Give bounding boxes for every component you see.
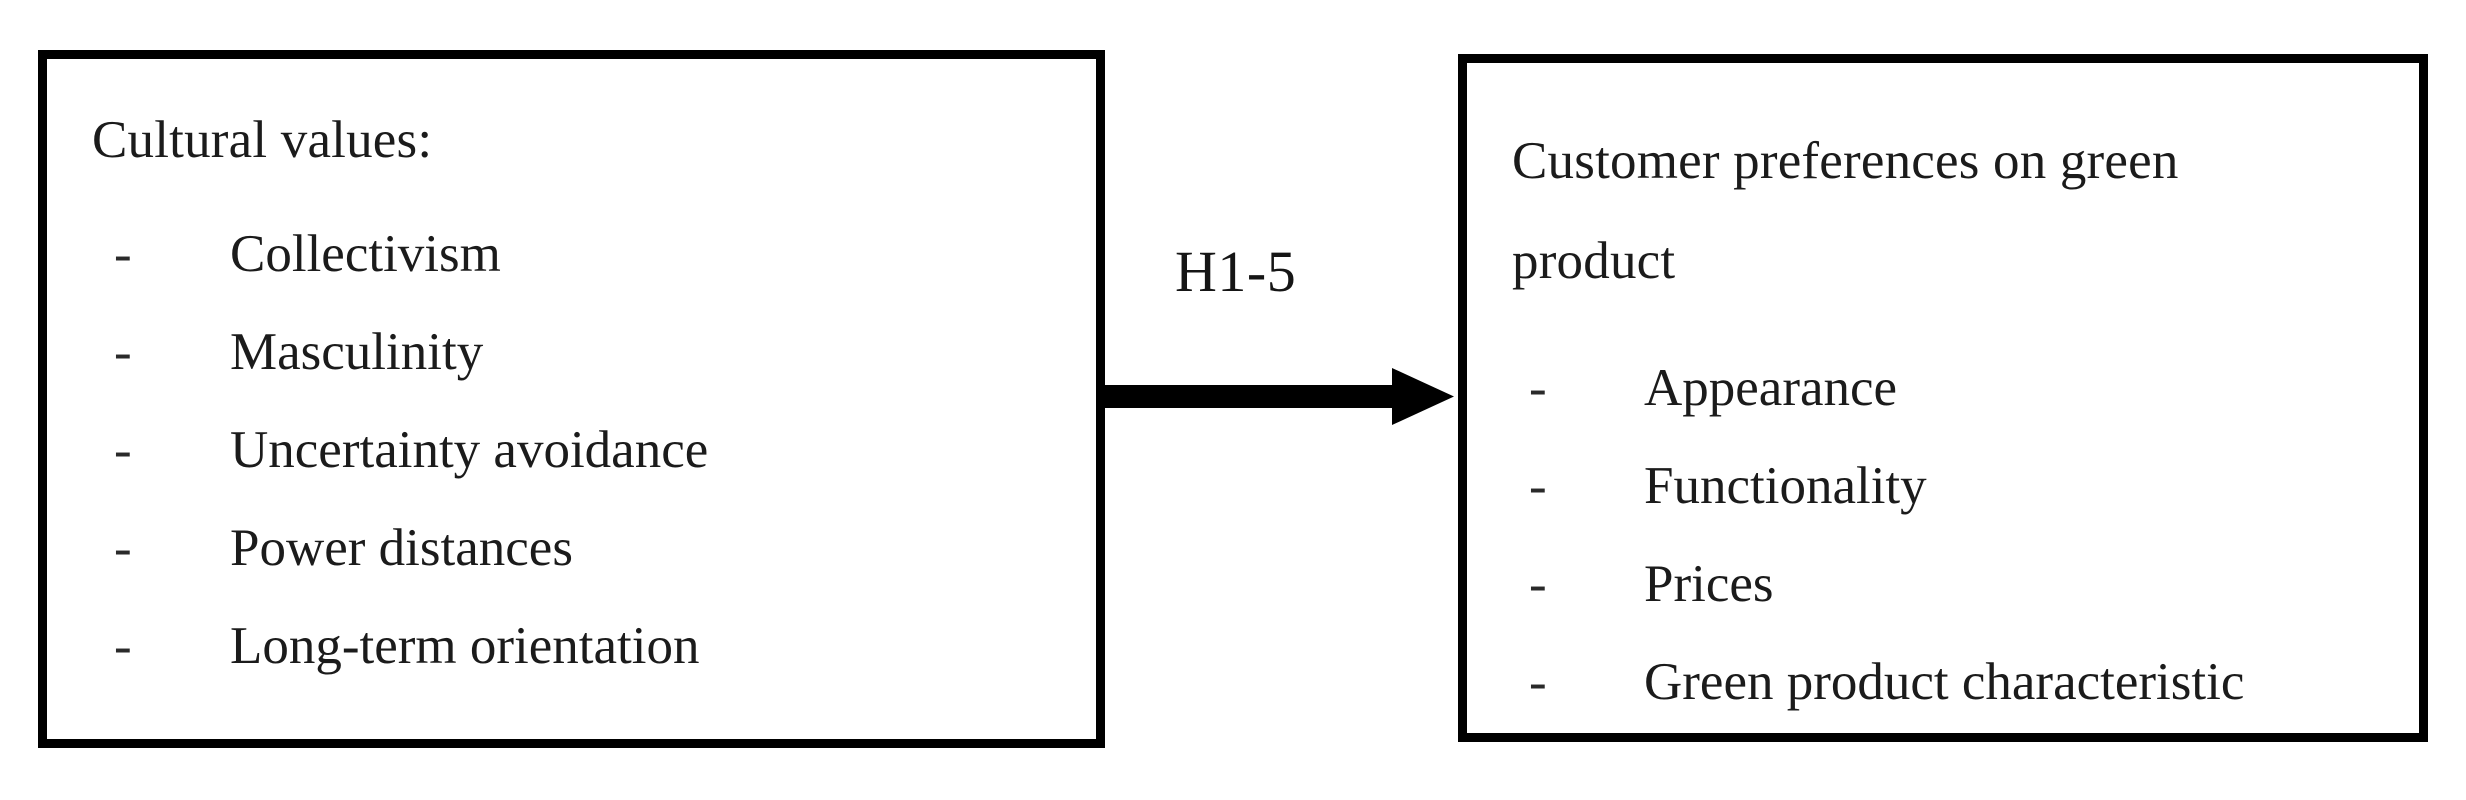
- cultural-value-masculinity: Masculinity: [230, 323, 484, 381]
- cultural-values-title: Cultural values:: [92, 111, 433, 169]
- preference-green-product-characteristic: Green product characteristic: [1644, 653, 2245, 711]
- bullet-dash-icon: -: [1529, 653, 1547, 711]
- preference-prices: Prices: [1644, 555, 1774, 613]
- bullet-dash-icon: -: [1529, 359, 1547, 417]
- list-item: - Functionality: [1512, 437, 2412, 535]
- bullet-dash-icon: -: [1529, 457, 1547, 515]
- list-item: - Masculinity: [92, 303, 1052, 401]
- customer-preferences-title: Customer preferences on green product: [1512, 132, 2179, 290]
- list-item: - Power distances: [92, 499, 1052, 597]
- cultural-values-box-content: Cultural values: - Collectivism - Mascul…: [47, 59, 1096, 739]
- cultural-value-long-term-orientation: Long-term orientation: [230, 617, 700, 675]
- cultural-values-list: - Collectivism - Masculinity - Uncertain…: [92, 205, 1052, 695]
- list-item: - Green product characteristic: [1512, 633, 2412, 731]
- customer-preferences-box-content: Customer preferences on green product - …: [1467, 63, 2419, 733]
- customer-preferences-box: Customer preferences on green product - …: [1458, 54, 2428, 742]
- bullet-dash-icon: -: [114, 421, 132, 479]
- bullet-dash-icon: -: [114, 617, 132, 675]
- preference-functionality: Functionality: [1644, 457, 1927, 515]
- preference-appearance: Appearance: [1644, 359, 1898, 417]
- list-item: - Long-term orientation: [92, 597, 1052, 695]
- bullet-dash-icon: -: [114, 519, 132, 577]
- cultural-values-box: Cultural values: - Collectivism - Mascul…: [38, 50, 1105, 748]
- bullet-dash-icon: -: [114, 323, 132, 381]
- connector-arrow: [1098, 360, 1458, 432]
- customer-preferences-list: - Appearance - Functionality - Prices - …: [1512, 339, 2412, 731]
- bullet-dash-icon: -: [1529, 555, 1547, 613]
- list-item: - Prices: [1512, 535, 2412, 633]
- list-item: - Uncertainty avoidance: [92, 401, 1052, 499]
- arrow-right-icon: [1098, 368, 1454, 425]
- cultural-value-power-distances: Power distances: [230, 519, 573, 577]
- cultural-value-collectivism: Collectivism: [230, 225, 501, 283]
- cultural-value-uncertainty-avoidance: Uncertainty avoidance: [230, 421, 709, 479]
- list-item: - Collectivism: [92, 205, 1052, 303]
- bullet-dash-icon: -: [114, 225, 132, 283]
- list-item: - Appearance: [1512, 339, 2412, 437]
- hypothesis-label: H1-5: [1175, 239, 1297, 304]
